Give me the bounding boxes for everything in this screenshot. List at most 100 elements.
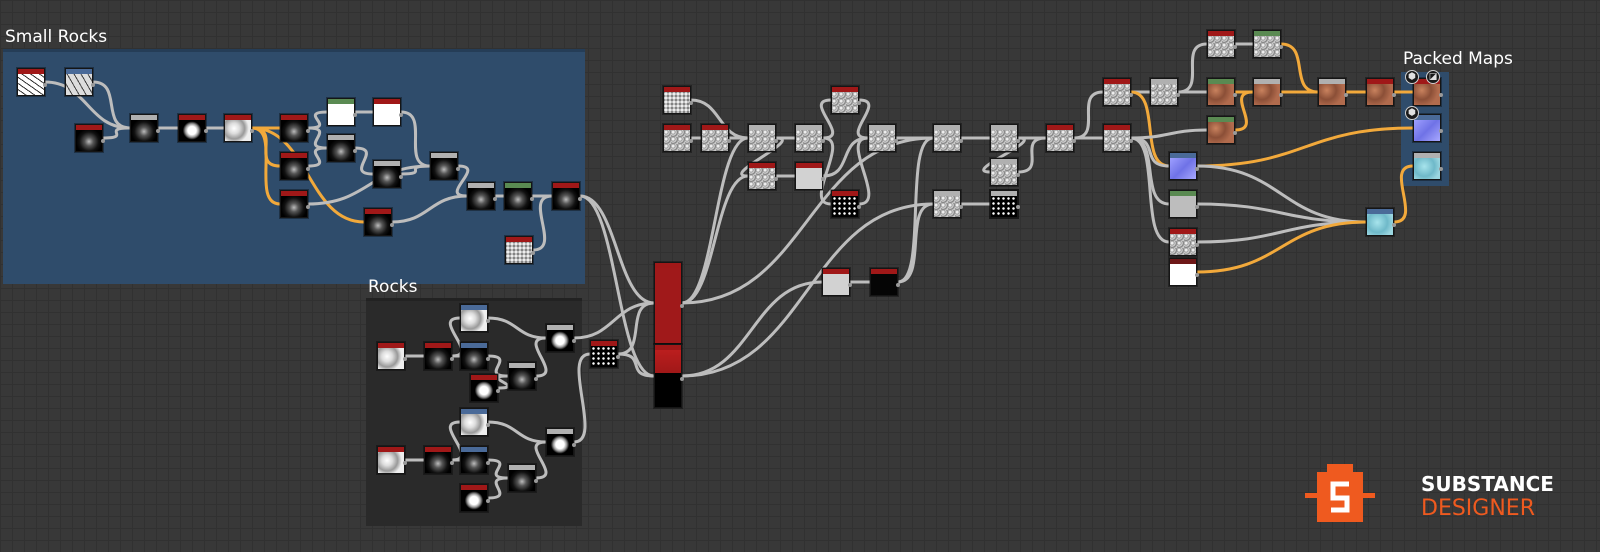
node-output-socket[interactable] — [1129, 139, 1133, 143]
node-n52[interactable] — [990, 190, 1020, 218]
node-n9[interactable] — [280, 190, 310, 218]
node-output-socket[interactable] — [1195, 205, 1199, 209]
node-output-socket[interactable] — [959, 139, 963, 143]
node-output-socket[interactable] — [250, 129, 254, 133]
node-output-socket[interactable] — [306, 167, 310, 171]
node-output-socket[interactable] — [486, 461, 490, 465]
node-output-socket[interactable] — [101, 139, 105, 143]
node-output-socket[interactable] — [486, 499, 490, 503]
node-n70[interactable] — [1366, 208, 1396, 236]
node-output-socket[interactable] — [1233, 45, 1237, 49]
node-output-socket[interactable] — [306, 129, 310, 133]
node-n42[interactable] — [748, 162, 778, 190]
node-n19[interactable] — [505, 236, 535, 264]
node-n64[interactable] — [1318, 78, 1348, 106]
node-output-socket[interactable] — [496, 389, 500, 393]
node-n16[interactable] — [467, 182, 497, 210]
node-output-socket[interactable] — [1016, 205, 1020, 209]
node-n17[interactable] — [504, 182, 534, 210]
node-output-socket[interactable] — [43, 83, 47, 87]
node-output-socket[interactable] — [204, 129, 208, 133]
node-n43[interactable] — [795, 162, 825, 190]
node-output-socket[interactable] — [1279, 93, 1283, 97]
node-n60[interactable] — [1253, 30, 1283, 58]
node-n13[interactable] — [373, 160, 403, 188]
node-n6[interactable] — [224, 114, 254, 142]
node-n57[interactable] — [1103, 78, 1133, 106]
node-output-socket[interactable] — [1195, 273, 1199, 277]
node-n40[interactable] — [748, 124, 778, 152]
node-output-socket[interactable] — [403, 461, 407, 465]
node-n72[interactable] — [1413, 114, 1443, 142]
node-n22[interactable] — [460, 304, 490, 332]
node-output-socket[interactable] — [857, 205, 861, 209]
node-n23[interactable] — [460, 342, 490, 370]
node-n67[interactable] — [1169, 190, 1199, 218]
node-output-socket[interactable] — [857, 101, 861, 105]
node-output-socket[interactable] — [896, 283, 900, 287]
node-n34[interactable] — [590, 340, 620, 368]
node-n36[interactable] — [654, 344, 684, 408]
node-n45[interactable] — [831, 190, 861, 218]
node-output-socket[interactable] — [774, 177, 778, 181]
node-output-socket[interactable] — [572, 339, 576, 343]
node-n7[interactable] — [280, 114, 310, 142]
node-output-socket[interactable] — [493, 197, 497, 201]
node-n37[interactable] — [663, 86, 693, 114]
node-n33[interactable] — [546, 428, 576, 456]
node-output-socket[interactable] — [848, 283, 852, 287]
node-n50[interactable] — [990, 158, 1020, 186]
node-output-socket[interactable] — [894, 139, 898, 143]
node-n41[interactable] — [795, 124, 825, 152]
node-n53[interactable] — [1046, 124, 1076, 152]
node-n2[interactable] — [65, 68, 95, 96]
node-n47[interactable] — [933, 124, 963, 152]
node-n38[interactable] — [663, 124, 693, 152]
node-output-socket[interactable] — [456, 167, 460, 171]
node-n18[interactable] — [552, 182, 582, 210]
node-n1[interactable] — [17, 68, 47, 96]
node-n20[interactable] — [377, 342, 407, 370]
checker-icon[interactable]: ◪ — [1426, 70, 1440, 84]
node-output-socket[interactable] — [1016, 139, 1020, 143]
node-output-socket[interactable] — [774, 139, 778, 143]
node-output-socket[interactable] — [1195, 167, 1199, 171]
node-output-socket[interactable] — [1392, 223, 1396, 227]
node-n21[interactable] — [424, 342, 454, 370]
node-n12[interactable] — [327, 134, 357, 162]
node-n15[interactable] — [364, 208, 394, 236]
node-n30[interactable] — [460, 446, 490, 474]
node-output-socket[interactable] — [1279, 45, 1283, 49]
node-n5[interactable] — [178, 114, 208, 142]
node-output-socket[interactable] — [399, 113, 403, 117]
node-n55[interactable] — [870, 268, 900, 296]
node-n49[interactable] — [990, 124, 1020, 152]
node-output-socket[interactable] — [530, 197, 534, 201]
node-output-socket[interactable] — [680, 304, 684, 308]
node-n58[interactable] — [1150, 78, 1180, 106]
node-n24[interactable] — [470, 374, 500, 402]
node-output-socket[interactable] — [1195, 243, 1199, 247]
node-output-socket[interactable] — [486, 357, 490, 361]
node-output-socket[interactable] — [450, 461, 454, 465]
node-n63[interactable] — [1253, 78, 1283, 106]
node-output-socket[interactable] — [959, 205, 963, 209]
node-n73[interactable] — [1413, 152, 1443, 180]
node-n32[interactable] — [508, 464, 538, 492]
node-output-socket[interactable] — [1176, 93, 1180, 97]
node-n39[interactable] — [701, 124, 731, 152]
node-output-socket[interactable] — [486, 319, 490, 323]
node-n26[interactable] — [546, 324, 576, 352]
node-n69[interactable] — [1169, 258, 1199, 286]
node-n28[interactable] — [424, 446, 454, 474]
node-n4[interactable] — [130, 114, 160, 142]
node-output-socket[interactable] — [821, 177, 825, 181]
node-output-socket[interactable] — [390, 223, 394, 227]
node-n68[interactable] — [1169, 228, 1199, 256]
cube-icon[interactable]: ⬢ — [1405, 106, 1419, 120]
node-output-socket[interactable] — [353, 113, 357, 117]
node-n59[interactable] — [1207, 30, 1237, 58]
node-output-socket[interactable] — [156, 129, 160, 133]
node-output-socket[interactable] — [821, 139, 825, 143]
